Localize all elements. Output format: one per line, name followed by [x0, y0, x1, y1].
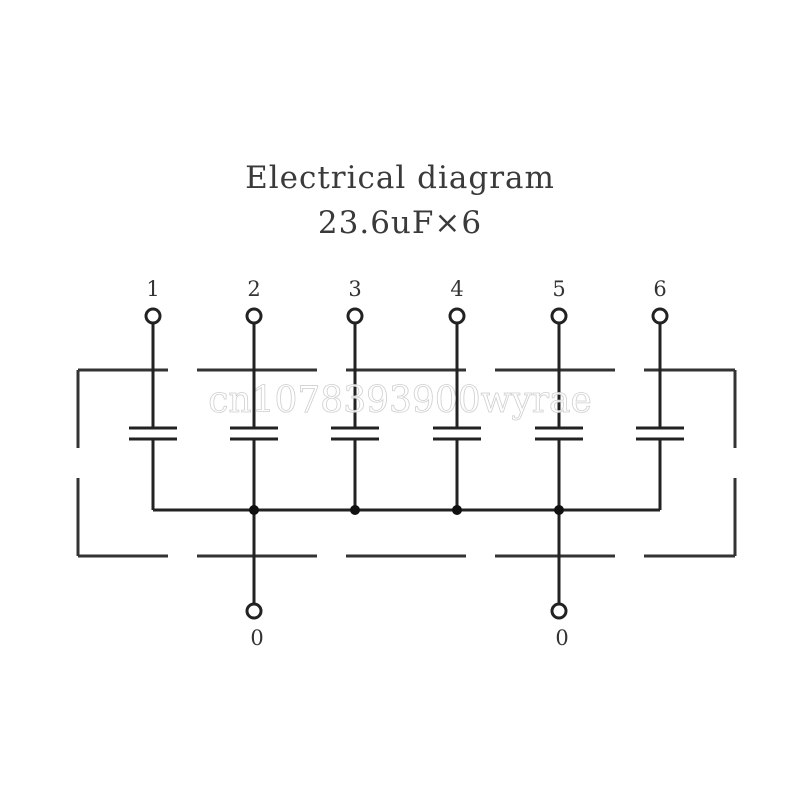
- diagram-subtitle: 23.6uF×6: [317, 205, 483, 241]
- terminal-0-right: 0: [550, 602, 569, 650]
- watermark-text: cn1078393900wyrae: [208, 380, 592, 421]
- terminal-label-0-right: 0: [555, 626, 568, 650]
- capacitor-5: [535, 324, 583, 510]
- terminal-2: 2: [245, 277, 263, 325]
- terminal-label-0-left: 0: [250, 626, 263, 650]
- terminal-label-4: 4: [450, 277, 463, 301]
- capacitor-branches: [129, 324, 684, 510]
- terminal-5: 5: [550, 277, 568, 325]
- diagram-title: Electrical diagram: [245, 160, 555, 196]
- capacitor-3: [331, 324, 379, 510]
- terminal-4: 4: [448, 277, 466, 325]
- terminal-0-left: 0: [245, 602, 264, 650]
- terminal-label-2: 2: [247, 277, 260, 301]
- capacitor-4: [433, 324, 481, 510]
- terminal-3: 3: [346, 277, 364, 325]
- junction-dot: [452, 505, 462, 515]
- terminal-label-3: 3: [348, 277, 361, 301]
- junction-dot: [350, 505, 360, 515]
- capacitor-1: [129, 324, 177, 510]
- enclosure-frame: [76, 368, 737, 558]
- terminal-6: 6: [651, 277, 669, 325]
- terminal-label-6: 6: [653, 277, 666, 301]
- terminal-label-5: 5: [552, 277, 565, 301]
- capacitor-6: [636, 324, 684, 510]
- junction-dot: [554, 505, 564, 515]
- junction-dot: [249, 505, 259, 515]
- terminal-label-1: 1: [146, 277, 159, 301]
- terminal-1: 1: [144, 277, 162, 325]
- capacitor-2: [230, 324, 278, 510]
